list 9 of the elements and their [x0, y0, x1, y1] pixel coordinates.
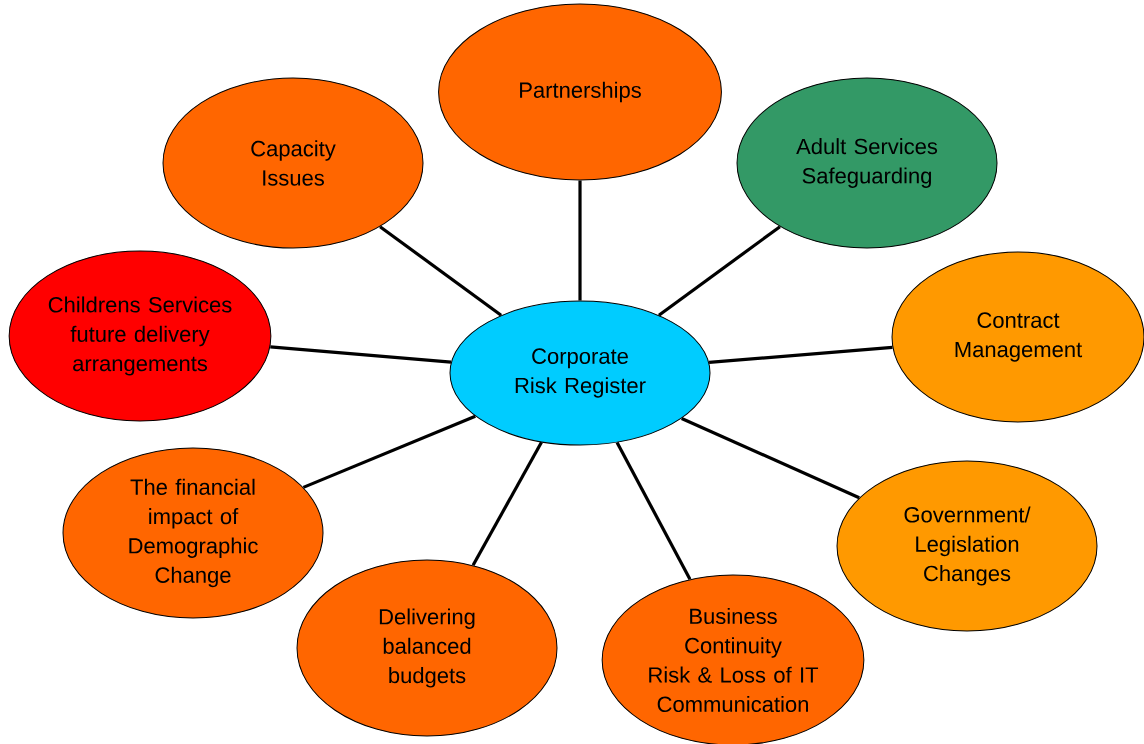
connector-line — [471, 441, 543, 566]
connector-line — [657, 225, 781, 317]
connector-line — [379, 225, 503, 317]
connector-line — [270, 345, 452, 364]
connector-line — [302, 414, 476, 489]
connector-line — [615, 441, 692, 580]
connector-line — [578, 180, 582, 301]
connector-line — [681, 417, 860, 500]
connector-line — [708, 345, 893, 364]
